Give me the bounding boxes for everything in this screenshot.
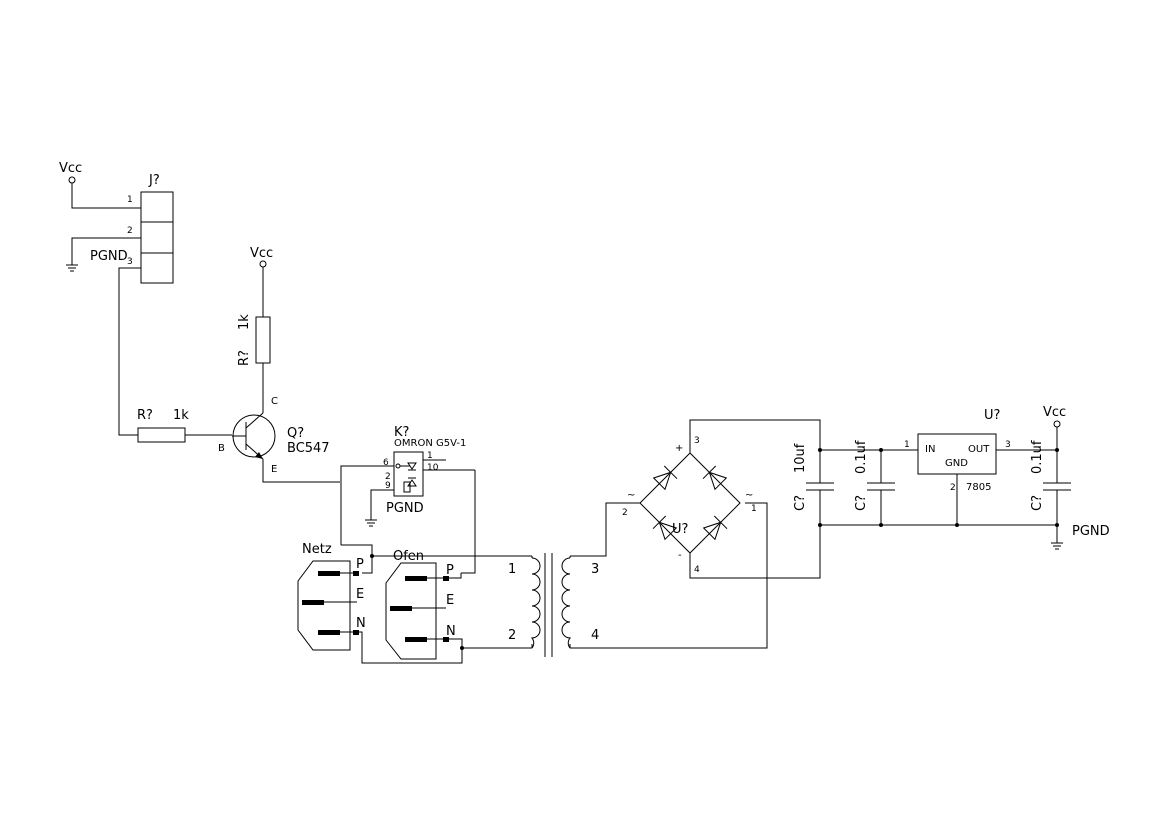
transformer-pin-3: 3: [591, 562, 599, 577]
ground-symbol-left: PGND: [66, 237, 141, 272]
voltage-regulator: IN OUT GND U? 7805 1 2 3: [904, 408, 1057, 525]
wire-j3-to-resistor: [118, 267, 141, 436]
bridge-pin-3: 3: [694, 436, 700, 446]
vcc-symbol-mid: Vcc: [250, 246, 273, 317]
regulator-pin-3: 3: [1005, 440, 1011, 450]
netz-socket: Netz P E N: [297, 542, 366, 651]
wire-mains-p: [341, 544, 373, 574]
capacitor-c1-value: 10uf: [793, 443, 808, 473]
relay-pin-2: 2: [385, 472, 391, 482]
capacitor-c1: 10uf C?: [793, 443, 834, 525]
pgnd-label-left: PGND: [90, 249, 128, 264]
capacitor-c2-value: 0.1uf: [854, 440, 869, 474]
transformer-pin-1: 1: [508, 562, 516, 577]
vcc-label-right: Vcc: [1043, 405, 1066, 420]
regulator-pin-2: 2: [950, 483, 956, 493]
relay-pin-9: 9: [385, 481, 391, 491]
relay-pgnd-label: PGND: [386, 501, 424, 516]
relay-value: OMRON G5V-1: [394, 438, 466, 449]
vcc-symbol-left: Vcc: [59, 161, 141, 209]
wire-n: [359, 631, 532, 664]
bridge-ac-left: ~: [627, 490, 635, 501]
netz-label: Netz: [302, 542, 332, 557]
bridge-pin-2: 2: [622, 508, 628, 518]
transistor-value: BC547: [287, 441, 330, 456]
wire-secondary-3: [570, 502, 640, 557]
netz-p-label: P: [356, 557, 364, 572]
connector-pin-1: 1: [127, 195, 133, 205]
relay-pin-10: 10: [427, 463, 439, 473]
wire-relay-left: [340, 465, 394, 545]
capacitor-c3: 0.1uf C?: [1030, 440, 1071, 525]
ofen-n-label: N: [446, 624, 456, 639]
vcc-symbol-right: Vcc: [1043, 405, 1066, 483]
connector-j: J? 1 2 3: [127, 173, 174, 284]
capacitor-c1-ref: C?: [793, 495, 808, 511]
wire-relay-ofen-p: [461, 470, 476, 574]
netz-n-label: N: [356, 616, 366, 631]
netz-e-label: E: [356, 587, 364, 602]
transistor-base-label: B: [218, 443, 225, 454]
ground-symbol-relay: [365, 519, 377, 527]
regulator-in-label: IN: [925, 444, 935, 455]
capacitor-c2: 0.1uf C?: [854, 440, 895, 525]
transistor-collector-label: C: [271, 396, 278, 407]
regulator-gnd-label: GND: [945, 458, 968, 469]
regulator-out-label: OUT: [968, 444, 990, 455]
bridge-pin-4: 4: [694, 565, 700, 575]
capacitor-c3-value: 0.1uf: [1030, 440, 1045, 474]
ofen-p-label: P: [446, 563, 454, 578]
wire-relay-gnd: [370, 489, 394, 520]
bridge-pin-1: 1: [751, 504, 757, 514]
base-resistor-ref: R?: [137, 408, 153, 423]
transistor-ref: Q?: [287, 426, 304, 441]
transistor-emitter-label: E: [271, 464, 277, 475]
ground-symbol-right: PGND: [1051, 524, 1110, 550]
base-resistor-value: 1k: [173, 408, 189, 423]
relay-k: K? OMRON G5V-1 6 1 10 2 9 PGND: [383, 425, 475, 516]
relay-pin-6: 6: [383, 458, 389, 468]
collector-resistor: 1k R?: [237, 314, 271, 413]
base-resistor: R? 1k: [137, 408, 232, 443]
regulator-value: 7805: [966, 482, 991, 493]
connector-pin-3: 3: [127, 257, 133, 267]
ofen-label: Ofen: [393, 549, 424, 564]
regulator-ref: U?: [984, 408, 1000, 423]
bridge-rectifier: U? + - ~ ~ 3 2 1 4: [622, 436, 757, 575]
collector-resistor-value: 1k: [237, 314, 252, 330]
vcc-label-mid: Vcc: [250, 246, 273, 261]
bridge-plus: +: [675, 443, 683, 454]
bridge-ref: U?: [672, 522, 688, 537]
collector-resistor-ref: R?: [237, 350, 252, 366]
connector-ref: J?: [148, 173, 160, 188]
wire-bridge-plus: [689, 419, 821, 453]
transformer: 1 2 3 4: [508, 553, 599, 657]
transformer-pin-2: 2: [508, 628, 516, 643]
ofen-e-label: E: [446, 593, 454, 608]
regulator-pin-1: 1: [904, 440, 910, 450]
ofen-socket: Ofen P E N: [385, 549, 456, 660]
bridge-minus: -: [678, 550, 682, 561]
vcc-label-left: Vcc: [59, 161, 82, 176]
pgnd-label-right: PGND: [1072, 524, 1110, 539]
wire-secondary-4: [570, 502, 768, 649]
capacitor-c2-ref: C?: [854, 495, 869, 511]
bridge-ac-right: ~: [745, 490, 753, 501]
relay-ref: K?: [394, 425, 409, 440]
transistor-q: Q? BC547 C B E: [218, 396, 340, 483]
capacitor-c3-ref: C?: [1030, 495, 1045, 511]
transformer-pin-4: 4: [591, 628, 599, 643]
wire-bridge-minus: [689, 525, 821, 579]
connector-pin-2: 2: [127, 226, 133, 236]
relay-pin-1: 1: [427, 451, 433, 461]
